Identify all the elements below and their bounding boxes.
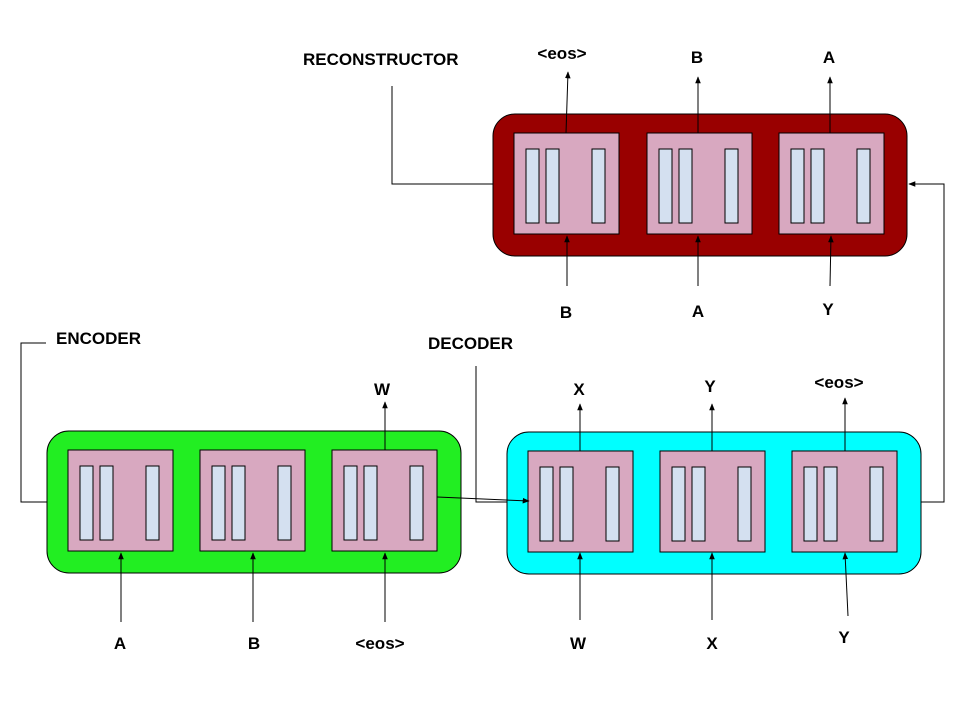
encoder-cell-3-gate-2 [363, 465, 378, 541]
decoder-label: DECODER [428, 334, 513, 353]
decoder-output-3: <eos> [814, 373, 863, 392]
reconstructor-input-arrow-3 [828, 235, 834, 287]
reconstructor-cell-1-gate-2 [545, 148, 560, 224]
decoder-cell-1-gate-3 [605, 466, 620, 542]
decoder-cell-3-gate-2 [823, 466, 838, 542]
reconstructor-cell-3-gate-3 [856, 148, 871, 224]
decoder-input-arrow-3 [842, 552, 849, 617]
encoder-cell-3-gate-1 [343, 465, 358, 541]
decoder-input-3: Y [838, 628, 850, 647]
encoder-input-1: A [114, 634, 126, 653]
reconstructor-cell-1-gate-1 [525, 148, 540, 224]
reconstructor-cell-2-gate-1 [658, 148, 673, 224]
reconstructor-cell-3-gate-1 [790, 148, 805, 224]
reconstructor-cell-1 [513, 132, 620, 235]
decoder-cell-2 [659, 450, 766, 553]
reconstructor-label: RECONSTRUCTOR [303, 50, 459, 69]
decoder-cell-1-gate-2 [559, 466, 574, 542]
decoder-cell-2-gate-2 [691, 466, 706, 542]
decoder-cell-3 [791, 450, 898, 553]
encoder-cell-1-gate-1 [79, 465, 94, 541]
reconstructor-label-connector [391, 86, 493, 185]
decoder-cell-1-gate-1 [539, 466, 554, 542]
decoder-cell-3-gate-1 [803, 466, 818, 542]
reconstructor-cell-3 [778, 132, 885, 235]
decoder-label-connector [475, 366, 507, 503]
decoder-to-reconstructor-arrow [908, 181, 945, 503]
decoder-cell-2-gate-3 [737, 466, 752, 542]
decoder-cell-2-gate-1 [671, 466, 686, 542]
encoder-cell-2-gate-1 [211, 465, 226, 541]
encoder-cell-2 [199, 449, 306, 552]
encoder-cell-3 [331, 449, 438, 552]
encoder-cell-1-gate-2 [99, 465, 114, 541]
reconstructor-cell-2-gate-3 [724, 148, 739, 224]
encoder-label: ENCODER [56, 329, 141, 348]
reconstructor-cell-1-gate-3 [591, 148, 606, 224]
encoder-output-1: W [374, 380, 391, 399]
reconstructor-input-3: Y [822, 300, 834, 319]
decoder-output-2: Y [704, 377, 716, 396]
encoder-input-2: B [248, 634, 260, 653]
reconstructor-output-3: A [823, 48, 835, 67]
reconstructor-input-1: B [560, 303, 572, 322]
encoder-cell-3-gate-3 [409, 465, 424, 541]
encoder-cell-1 [67, 449, 174, 552]
decoder-cell-1 [527, 450, 634, 553]
decoder-input-2: X [706, 634, 718, 653]
encoder-input-3: <eos> [355, 634, 404, 653]
reconstructor-cell-3-gate-2 [810, 148, 825, 224]
decoder-cell-3-gate-3 [869, 466, 884, 542]
reconstructor-input-2: A [692, 302, 704, 321]
reconstructor-output-2: B [691, 48, 703, 67]
reconstructor-output-1: <eos> [537, 44, 586, 63]
encoder-label-connector [20, 342, 47, 503]
reconstructor-output-arrow-1 [564, 71, 571, 134]
reconstructor-cell-2-gate-2 [678, 148, 693, 224]
encoder-cell-2-gate-2 [231, 465, 246, 541]
decoder-output-1: X [573, 380, 585, 399]
reconstructor-cell-2 [646, 132, 753, 235]
encoder-cell-1-gate-3 [145, 465, 160, 541]
encoder-cell-2-gate-3 [277, 465, 292, 541]
encoder-to-decoder-arrow [436, 496, 530, 504]
decoder-input-1: W [570, 634, 587, 653]
